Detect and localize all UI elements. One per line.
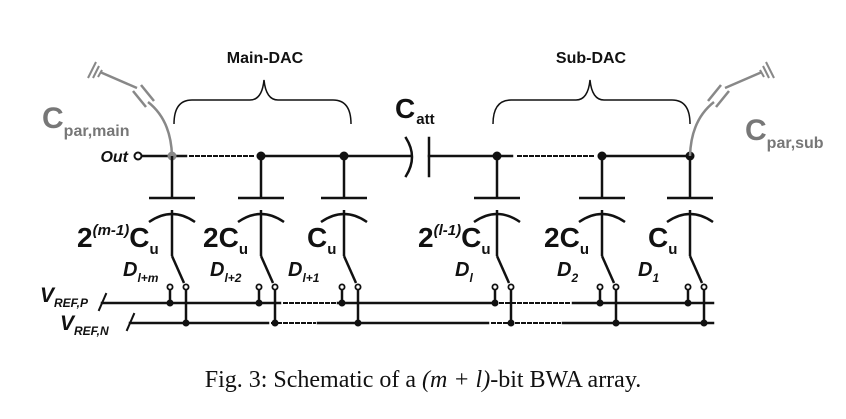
junction-dot bbox=[700, 319, 708, 327]
sub-dac-label: Sub-DAC bbox=[556, 50, 627, 67]
cap-weight-label: Cu bbox=[648, 222, 677, 258]
junction-dot bbox=[684, 299, 692, 307]
par-main-plate-2 bbox=[132, 90, 147, 108]
switch-contact bbox=[700, 283, 708, 291]
junction-dot bbox=[255, 299, 263, 307]
main-dac-brace bbox=[173, 79, 352, 125]
switch-contact bbox=[491, 283, 499, 291]
vrefp-slash bbox=[97, 292, 108, 312]
out-terminal bbox=[133, 151, 143, 161]
par-sub-plate-1 bbox=[707, 84, 722, 102]
switch-contact bbox=[166, 283, 174, 291]
att-cap-label: Catt bbox=[395, 93, 435, 128]
vrefp-label: VREF,P bbox=[40, 284, 89, 310]
control-bit-label: Dl bbox=[455, 259, 473, 285]
par-sub-wire-ground bbox=[724, 70, 763, 90]
par-main-wire bbox=[147, 101, 174, 157]
cap-weight-label: 2Cu bbox=[203, 222, 248, 258]
control-bit-label: Dl+1 bbox=[288, 259, 320, 285]
control-bit-label: D1 bbox=[638, 259, 659, 285]
junction-dot bbox=[182, 319, 190, 327]
junction-dot bbox=[507, 319, 515, 327]
switch-contact bbox=[596, 283, 604, 291]
cap-weight-label: Cu bbox=[307, 222, 336, 258]
switch-blade bbox=[342, 255, 358, 284]
cap-weight-label: 2(m-1)Cu bbox=[77, 222, 159, 258]
junction-dot bbox=[596, 299, 604, 307]
control-bit-label: D2 bbox=[557, 259, 578, 285]
junction-dot bbox=[271, 319, 279, 327]
switch-contact bbox=[271, 283, 279, 291]
switch-contact bbox=[507, 283, 515, 291]
att-cap-plate-curved bbox=[404, 136, 414, 178]
control-bit-label: Dl+2 bbox=[210, 259, 242, 285]
main-dac-label: Main-DAC bbox=[227, 50, 304, 67]
switch-blade bbox=[688, 255, 704, 284]
out-label: Out bbox=[100, 149, 128, 166]
par-main-wire-ground bbox=[99, 70, 138, 90]
par-main-plate-1 bbox=[140, 84, 155, 102]
switch-contact bbox=[684, 283, 692, 291]
junction-dot bbox=[354, 319, 362, 327]
junction-dot bbox=[612, 319, 620, 327]
par-sub-label: Cpar,sub bbox=[745, 114, 824, 152]
junction-dot bbox=[166, 299, 174, 307]
vrefn-slash bbox=[125, 312, 136, 332]
sub-dac-brace bbox=[492, 79, 691, 125]
switch-blade bbox=[170, 255, 186, 284]
switch-blade bbox=[495, 255, 511, 284]
switch-contact bbox=[612, 283, 620, 291]
ground-icon bbox=[759, 61, 775, 79]
cap-weight-label: 2Cu bbox=[544, 222, 589, 258]
switch-blade bbox=[600, 255, 616, 284]
cap-weight-label: 2(l-1)Cu bbox=[418, 222, 490, 258]
figure-caption: Fig. 3: Schematic of a (m + l)-bit BWA a… bbox=[205, 367, 642, 393]
vrefn-label: VREF,N bbox=[60, 312, 109, 338]
switch-blade bbox=[259, 255, 275, 284]
junction-dot bbox=[338, 299, 346, 307]
par-sub-wire bbox=[688, 101, 715, 157]
switch-contact bbox=[338, 283, 346, 291]
par-sub-plate-2 bbox=[715, 90, 730, 108]
ground-icon bbox=[87, 61, 103, 79]
switch-contact bbox=[182, 283, 190, 291]
switch-contact bbox=[255, 283, 263, 291]
switch-contact bbox=[354, 283, 362, 291]
control-bit-label: Dl+m bbox=[123, 259, 159, 285]
junction-dot bbox=[491, 299, 499, 307]
par-main-label: Cpar,main bbox=[42, 102, 129, 140]
